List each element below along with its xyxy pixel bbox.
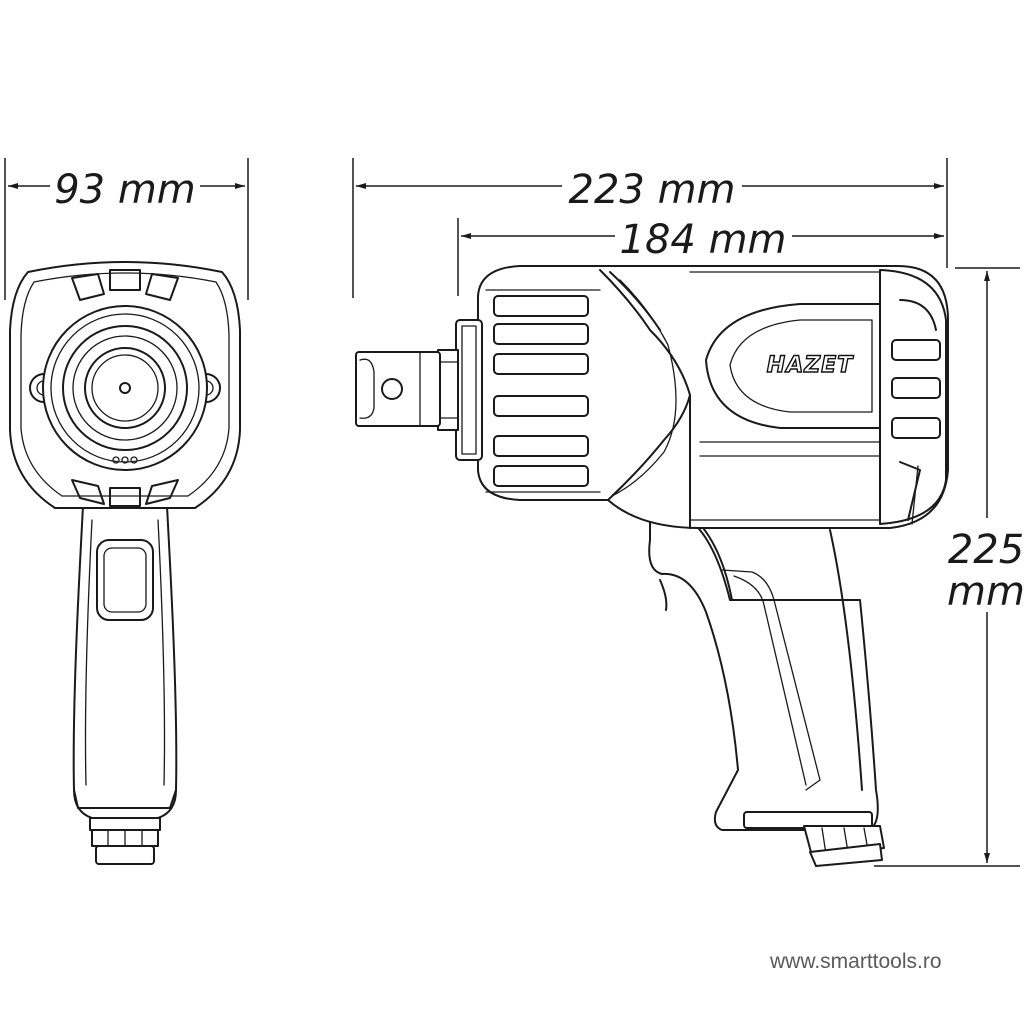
- front-handle: [72, 469, 178, 865]
- side-body: HAZET: [477, 265, 949, 529]
- brand-logo: HAZET: [767, 353, 854, 378]
- front-head: [9, 261, 241, 509]
- anvil-icon: [84, 347, 166, 429]
- air-fitting-icon: [89, 817, 161, 831]
- width-front-label: 93 mm: [54, 167, 196, 213]
- front-view: [9, 261, 241, 865]
- total-length-label: 223 mm: [569, 167, 736, 213]
- body-length-label: 184 mm: [620, 217, 787, 263]
- dimension-height: 225 mm: [874, 267, 1024, 867]
- dimension-body-length: 184 mm: [457, 217, 944, 296]
- height-value-label: 225: [948, 527, 1024, 573]
- side-front-collar: [437, 319, 483, 461]
- dimension-width-front: 93 mm: [4, 158, 249, 300]
- side-view: HAZET: [355, 265, 949, 867]
- side-grip: [648, 519, 885, 867]
- height-unit-label: mm: [947, 569, 1024, 615]
- trigger-icon: [96, 539, 154, 621]
- vent-slots: [493, 295, 589, 487]
- square-drive-icon: [355, 351, 441, 427]
- dimension-total-length: 223 mm: [352, 158, 948, 298]
- watermark: www.smarttools.ro: [770, 950, 942, 973]
